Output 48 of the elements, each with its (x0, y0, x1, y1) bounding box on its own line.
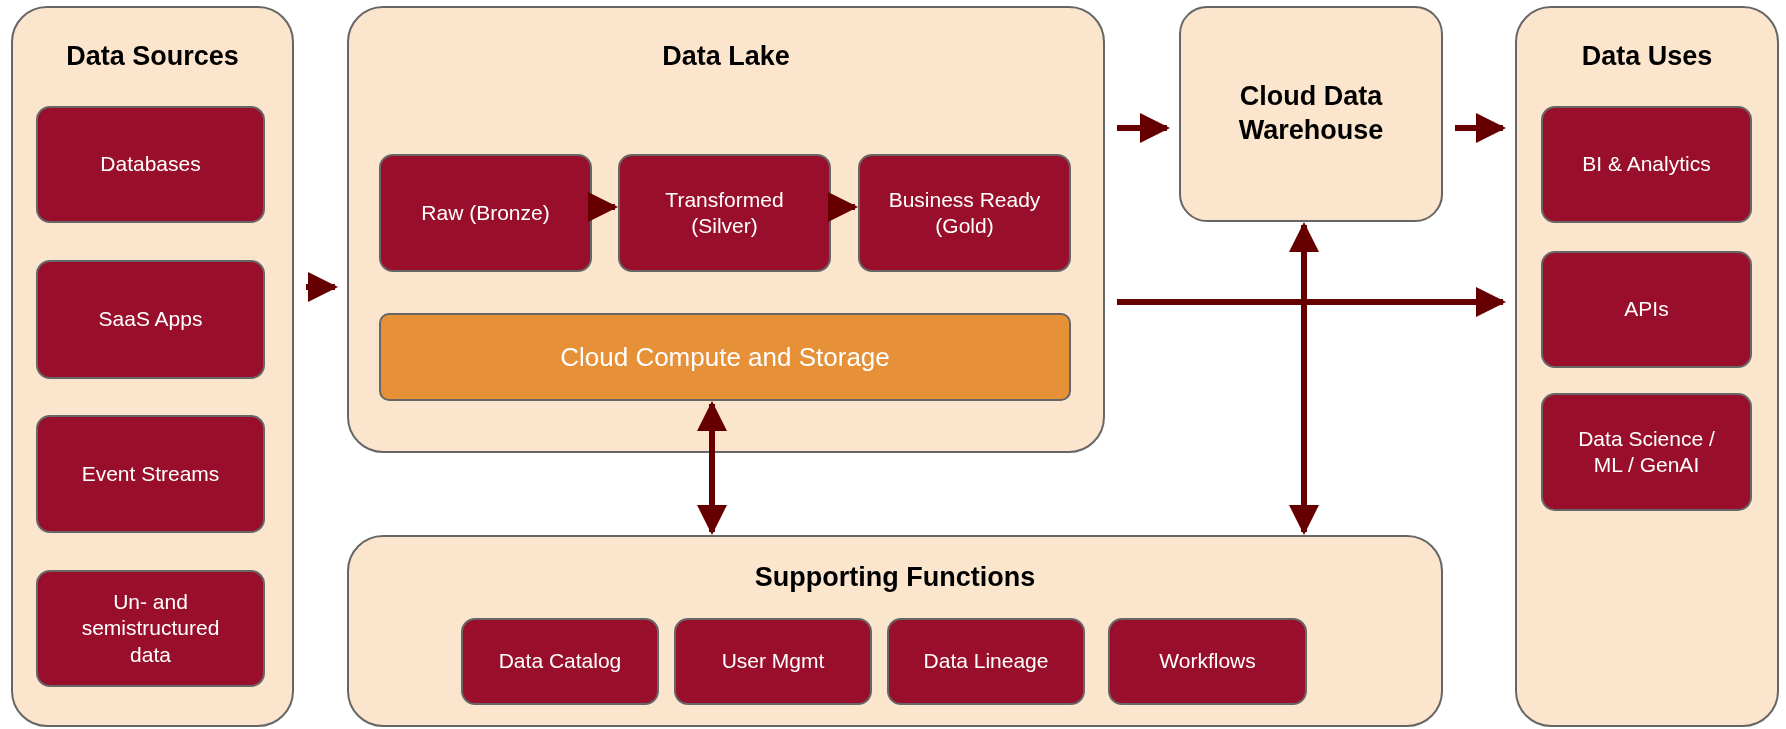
arrow (697, 401, 727, 535)
process-box (1541, 251, 1752, 368)
process-box (618, 154, 831, 272)
box-label: Transformed (Silver) (664, 186, 785, 239)
group-panel (347, 6, 1105, 453)
arrow (828, 192, 858, 222)
heading: Data Uses (1580, 40, 1714, 73)
process-box (36, 570, 265, 687)
arrow (1289, 222, 1319, 535)
process-box (461, 618, 659, 705)
box-label: User Mgmt (721, 648, 825, 675)
arrow (588, 192, 618, 222)
box-label: Data Lineage (923, 648, 1049, 675)
heading: Data Sources (65, 40, 240, 73)
group-panel (11, 6, 294, 727)
arrow (1117, 113, 1170, 143)
arrow (306, 272, 338, 302)
box-label: Un- and semistructured data (80, 589, 221, 668)
process-box (379, 154, 592, 272)
process-bar (379, 313, 1071, 401)
process-box (1541, 393, 1752, 511)
process-box (36, 260, 265, 379)
heading: Cloud Data Warehouse (1237, 80, 1385, 147)
box-label: BI & Analytics (1582, 151, 1711, 178)
group-panel (1515, 6, 1779, 727)
process-box (36, 106, 265, 223)
group-panel (347, 535, 1443, 727)
box-label: Business Ready (Gold) (888, 186, 1041, 239)
heading: Supporting Functions (753, 561, 1037, 594)
process-box (858, 154, 1071, 272)
box-label: APIs (1624, 296, 1669, 323)
arrow (1455, 113, 1506, 143)
process-box (887, 618, 1085, 705)
box-label: Databases (100, 151, 201, 178)
box-label: Workflows (1159, 648, 1256, 675)
box-label: Data Catalog (498, 648, 622, 675)
process-box (1108, 618, 1307, 705)
box-label: Raw (Bronze) (421, 199, 550, 226)
heading: Data Lake (661, 40, 791, 73)
box-label: Data Science / ML / GenAI (1577, 425, 1716, 478)
box-label: Event Streams (81, 460, 220, 487)
process-box (674, 618, 872, 705)
process-box (1179, 6, 1443, 222)
arrow (1117, 287, 1506, 317)
box-label: SaaS Apps (98, 306, 203, 333)
box-label: Cloud Compute and Storage (560, 340, 890, 374)
process-box (36, 415, 265, 533)
process-box (1541, 106, 1752, 223)
